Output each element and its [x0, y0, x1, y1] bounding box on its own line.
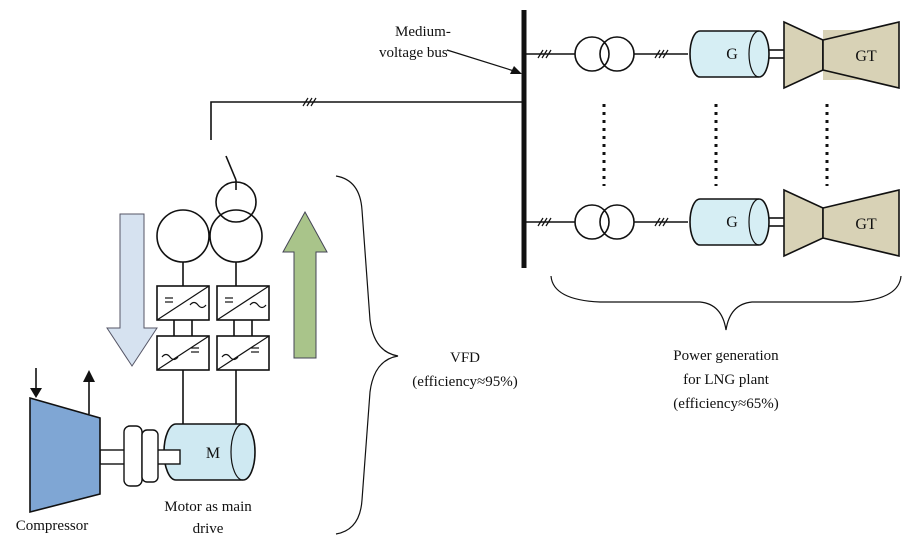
- transformer-winding-primary: [574, 204, 610, 240]
- vfd-brace: [335, 175, 399, 535]
- vfd-label-title: VFD: [450, 350, 480, 366]
- vfd-label-efficiency: (efficiency≈95%): [412, 374, 517, 390]
- motor-caption-line2: drive: [193, 521, 224, 535]
- three-phase-mark: [537, 49, 552, 59]
- generator-label: G: [726, 46, 738, 63]
- three-phase-mark: [302, 97, 317, 107]
- transformer-winding-secondary: [599, 36, 635, 72]
- bus-label-line1: Medium-: [395, 24, 451, 40]
- rectifier-module: [156, 285, 210, 321]
- gas-turbine-label: GT: [855, 48, 877, 65]
- power-label-line1: Power generation: [673, 348, 779, 364]
- vfd-transformer-primary: [215, 181, 257, 223]
- coupling: [99, 425, 181, 487]
- motor: M: [163, 423, 256, 481]
- power-flow-down-arrow: [106, 213, 158, 367]
- disconnect-switch: [225, 155, 237, 181]
- generation-branch-top: G GT: [524, 20, 900, 90]
- inlet-flow-arrowhead: [30, 388, 42, 398]
- outlet-flow-arrowhead: [83, 370, 95, 382]
- power-generation-brace: [550, 275, 902, 331]
- transformer-winding-primary: [574, 36, 610, 72]
- vfd-transformer-secondary-b: [209, 209, 263, 263]
- three-phase-mark: [654, 217, 669, 227]
- generator: G: [689, 30, 770, 78]
- inverter-module: [216, 335, 270, 371]
- compressor: [29, 396, 101, 514]
- three-phase-mark: [654, 49, 669, 59]
- bus-label-pointer: [446, 49, 515, 72]
- power-label-line2: for LNG plant: [683, 372, 770, 388]
- ellipsis-dots: [602, 104, 829, 186]
- compressor-caption: Compressor: [16, 518, 89, 534]
- generator: G: [689, 198, 770, 246]
- power-flow-up-arrow: [282, 210, 328, 359]
- gas-turbine-label: GT: [855, 216, 877, 233]
- motor-label: M: [206, 445, 220, 462]
- inverter-module: [156, 335, 210, 371]
- bus-label-arrowhead: [510, 66, 522, 74]
- gas-turbine: GT: [783, 20, 900, 90]
- transformer-winding-secondary: [599, 204, 635, 240]
- three-phase-mark: [537, 217, 552, 227]
- feeder-line: [210, 101, 524, 140]
- motor-caption-line1: Motor as main: [164, 499, 252, 515]
- rectifier-module: [216, 285, 270, 321]
- generation-branch-bottom: G GT: [524, 188, 900, 258]
- gas-turbine: GT: [783, 188, 900, 258]
- vfd-transformer-secondary-a: [156, 209, 210, 263]
- generator-label: G: [726, 214, 738, 231]
- power-label-efficiency: (efficiency≈65%): [673, 396, 778, 412]
- bus-label-line2: voltage bus: [379, 45, 448, 61]
